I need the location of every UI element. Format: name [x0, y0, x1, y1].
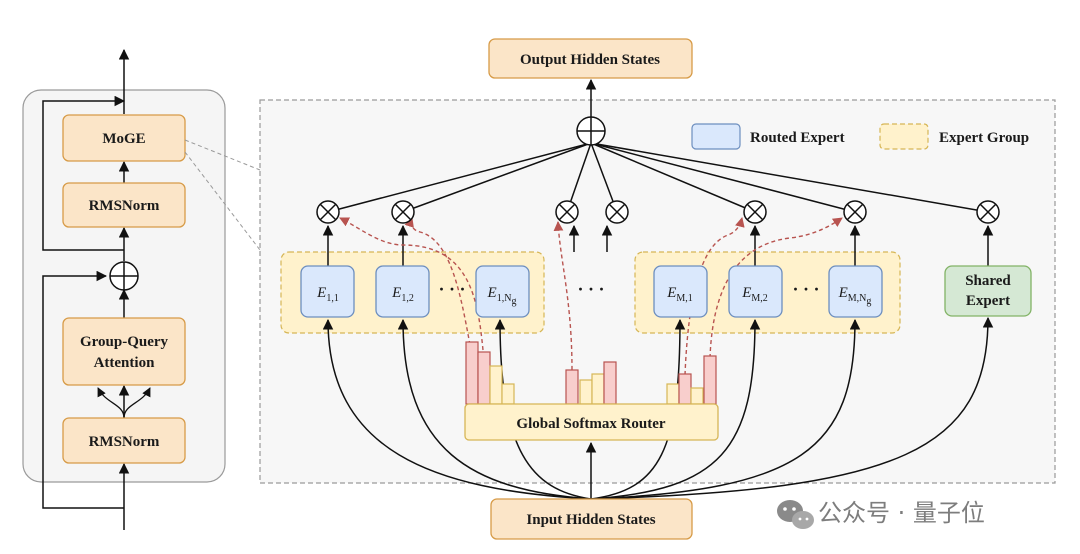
expert-e-1-2: E1,2 — [375, 265, 430, 318]
ellipsis-between-groups: · · · — [577, 279, 604, 299]
legend-routed-swatch — [691, 123, 741, 150]
multiply-nodes — [316, 200, 1000, 224]
router-label: Global Softmax Router — [516, 416, 666, 432]
rmsnorm-top-box: RMSNorm — [62, 182, 186, 228]
gqa-label-line2: Attention — [94, 355, 155, 371]
multiply-icon — [391, 200, 415, 224]
sum-icon — [576, 116, 606, 146]
multiply-icon — [976, 200, 1000, 224]
global-softmax-router: Global Softmax Router — [464, 403, 719, 441]
output-hidden-states-box: Output Hidden States — [488, 38, 693, 79]
expert-e-m-1: EM,1 — [653, 265, 708, 318]
svg-text:EM,1: EM,1 — [666, 285, 693, 304]
wechat-icon — [777, 500, 814, 529]
svg-text:EM,Ng: EM,Ng — [838, 285, 872, 307]
multiply-icon — [605, 200, 629, 224]
ellipsis-group-1: · · · — [438, 279, 465, 299]
router-score-bars — [465, 341, 717, 405]
legend-group-swatch — [879, 123, 929, 150]
rmsnorm-top-label: RMSNorm — [89, 198, 160, 214]
input-label: Input Hidden States — [526, 512, 655, 528]
shared-expert-box: Shared Expert — [944, 265, 1032, 317]
output-label: Output Hidden States — [520, 52, 660, 68]
moge-box: MoGE — [62, 114, 186, 162]
input-hidden-states-box: Input Hidden States — [490, 498, 693, 540]
multiply-icon — [843, 200, 867, 224]
expert-e-m-2: EM,2 — [728, 265, 783, 318]
moge-label: MoGE — [102, 131, 145, 147]
expert-e-m-ng: EM,Ng — [828, 265, 883, 318]
residual-add-icon — [109, 261, 139, 291]
expert-e-1-1: E1,1 — [300, 265, 355, 318]
rmsnorm-bottom-label: RMSNorm — [89, 434, 160, 450]
shared-expert-line2: Expert — [966, 293, 1010, 309]
svg-text:E1,2: E1,2 — [391, 285, 414, 304]
multiply-icon — [316, 200, 340, 224]
svg-text:EM,2: EM,2 — [741, 285, 768, 304]
multiply-icon — [555, 200, 579, 224]
ellipsis-group-m: · · · — [792, 279, 819, 299]
group-query-attention-box: Group-Query Attention — [62, 317, 186, 386]
svg-text:E1,Ng: E1,Ng — [487, 285, 517, 307]
watermark-text: 公众号 · 量子位 — [818, 499, 985, 527]
legend-group-label: Expert Group — [939, 130, 1029, 146]
rmsnorm-bottom-box: RMSNorm — [62, 417, 186, 464]
legend: Routed Expert Expert Group — [691, 123, 1029, 150]
shared-expert-line1: Shared — [965, 273, 1011, 289]
multiply-icon — [743, 200, 767, 224]
gqa-label-line1: Group-Query — [80, 334, 169, 350]
legend-routed-label: Routed Expert — [750, 130, 845, 146]
watermark: 公众号 · 量子位 — [777, 499, 985, 529]
svg-text:E1,1: E1,1 — [316, 285, 339, 304]
expert-e-1-ng: E1,Ng — [475, 265, 530, 318]
